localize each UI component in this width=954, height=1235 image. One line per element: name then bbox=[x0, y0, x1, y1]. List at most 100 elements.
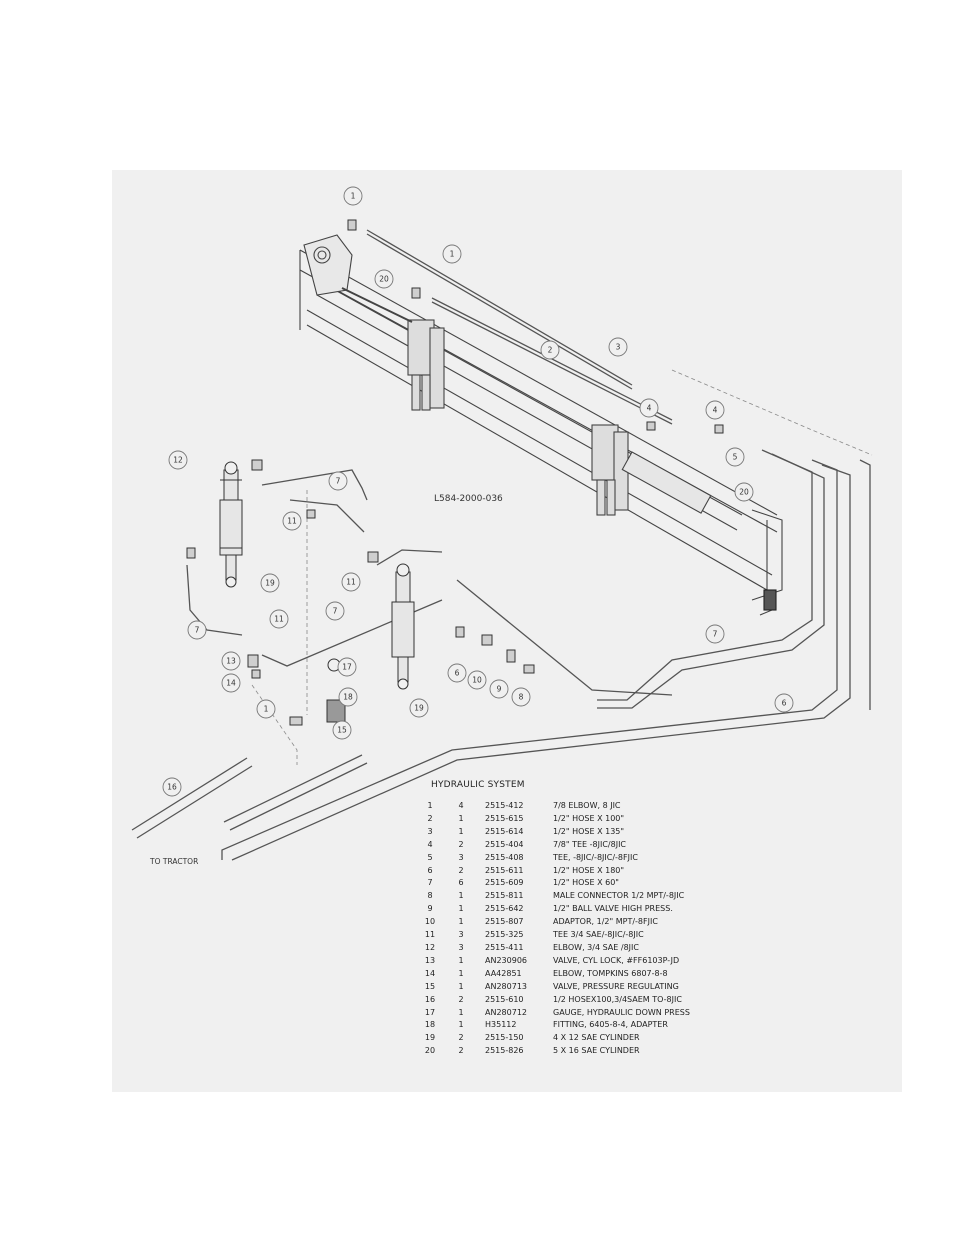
quantity: 2 bbox=[458, 865, 464, 875]
balloon-circle bbox=[187, 620, 207, 640]
part-balloon: 20 bbox=[374, 269, 394, 289]
part-balloon: 1 bbox=[256, 699, 276, 719]
balloon-circle bbox=[467, 670, 487, 690]
balloon-label: 10 bbox=[472, 676, 482, 685]
quantity: 2 bbox=[458, 839, 464, 849]
quantity: 2 bbox=[458, 1046, 464, 1056]
balloon-circle bbox=[168, 450, 188, 470]
part-balloon: 14 bbox=[221, 673, 241, 693]
part-number-index: 18 bbox=[424, 1020, 436, 1030]
balloon-label: 15 bbox=[337, 726, 347, 735]
part-balloon: 6 bbox=[447, 663, 467, 683]
balloon-circle bbox=[325, 601, 345, 621]
part-number: 2515-610 bbox=[485, 994, 524, 1004]
balloon-label: 6 bbox=[782, 699, 787, 708]
balloon-circle bbox=[221, 651, 241, 671]
part-number: 2515-807 bbox=[485, 917, 524, 927]
part-balloon: 13 bbox=[221, 651, 241, 671]
fittings bbox=[186, 219, 724, 726]
part-number: 2515-609 bbox=[485, 878, 524, 888]
part-number: AN230906 bbox=[485, 955, 527, 965]
balloon-circle bbox=[725, 447, 745, 467]
balloon-label: 1 bbox=[264, 705, 269, 714]
quantity: 1 bbox=[458, 1020, 464, 1030]
quantity: 4 bbox=[458, 801, 464, 810]
balloon-circle bbox=[337, 657, 357, 677]
balloon-label: 11 bbox=[346, 578, 356, 587]
part-number: 2515-150 bbox=[485, 1033, 524, 1043]
part-number-index: 9 bbox=[427, 904, 433, 914]
balloon-circle bbox=[374, 269, 394, 289]
balloon-label: 16 bbox=[167, 783, 177, 792]
part-balloon: 4 bbox=[639, 398, 659, 418]
part-balloon: 1 bbox=[343, 186, 363, 206]
part-number-index: 20 bbox=[424, 1046, 436, 1056]
part-number: 2515-826 bbox=[485, 1046, 524, 1056]
part-balloon: 2 bbox=[540, 340, 560, 360]
part-number: 2515-411 bbox=[485, 942, 524, 952]
part-number-index: 13 bbox=[424, 955, 436, 965]
part-balloon: 9 bbox=[489, 679, 509, 699]
quantity: 2 bbox=[458, 994, 464, 1004]
part-number-index: 14 bbox=[424, 968, 436, 978]
balloon-label: 11 bbox=[274, 615, 284, 624]
part-balloon: 10 bbox=[467, 670, 487, 690]
part-number: 2515-408 bbox=[485, 852, 524, 862]
description: VALVE, PRESSURE REGULATING bbox=[553, 981, 679, 991]
description: 4 X 12 SAE CYLINDER bbox=[553, 1033, 640, 1043]
description: 1/2" HOSE X 60" bbox=[553, 878, 619, 888]
balloon-label: 11 bbox=[287, 517, 297, 526]
part-number-index: 19 bbox=[424, 1033, 436, 1043]
balloon-circle bbox=[705, 400, 725, 420]
balloon-label: 19 bbox=[265, 579, 275, 588]
part-number: 2515-811 bbox=[485, 891, 524, 901]
part-number-index: 8 bbox=[427, 891, 433, 901]
part-number-index: 1 bbox=[427, 801, 433, 810]
description: VALVE, CYL LOCK, #FF6103P-JD bbox=[553, 955, 680, 965]
part-balloon: 19 bbox=[260, 573, 280, 593]
part-balloon: 5 bbox=[725, 447, 745, 467]
balloon-label: 1 bbox=[351, 192, 356, 201]
balloon-label: 20 bbox=[739, 488, 749, 497]
balloon-label: 7 bbox=[333, 607, 338, 616]
balloon-circle bbox=[343, 186, 363, 206]
part-balloon: 11 bbox=[269, 609, 289, 629]
balloon-circle bbox=[540, 340, 560, 360]
part-number-index: 15 bbox=[424, 981, 436, 991]
quantity: 1 bbox=[458, 904, 464, 914]
part-balloon: 11 bbox=[282, 511, 302, 531]
part-number: 2515-404 bbox=[485, 839, 524, 849]
part-number-index: 10 bbox=[424, 917, 436, 927]
balloon-circle bbox=[442, 244, 462, 264]
balloon-circle bbox=[269, 609, 289, 629]
description: GAUGE, HYDRAULIC DOWN PRESS bbox=[553, 1007, 690, 1017]
balloon-label: 12 bbox=[173, 456, 183, 465]
quantity: 3 bbox=[458, 942, 464, 952]
part-balloon: 6 bbox=[774, 693, 794, 713]
description: ELBOW, 3/4 SAE /8JIC bbox=[553, 942, 639, 952]
description: 1/2 HOSEX100,3/4SAEM TO-8JIC bbox=[553, 994, 682, 1004]
balloon-label: 9 bbox=[497, 685, 502, 694]
part-balloon: 16 bbox=[162, 777, 182, 797]
balloon-circle bbox=[328, 471, 348, 491]
part-balloon: 12 bbox=[168, 450, 188, 470]
part-number: H35112 bbox=[485, 1020, 517, 1030]
description: ADAPTOR, 1/2" MPT/-8FJIC bbox=[553, 917, 658, 927]
part-balloon: 1 bbox=[442, 244, 462, 264]
balloon-circle bbox=[489, 679, 509, 699]
part-number: AA42851 bbox=[485, 968, 522, 978]
balloon-circle bbox=[639, 398, 659, 418]
description: TEE, -8JIC/-8JIC/-8FJIC bbox=[553, 852, 638, 862]
balloon-label: 17 bbox=[342, 663, 352, 672]
